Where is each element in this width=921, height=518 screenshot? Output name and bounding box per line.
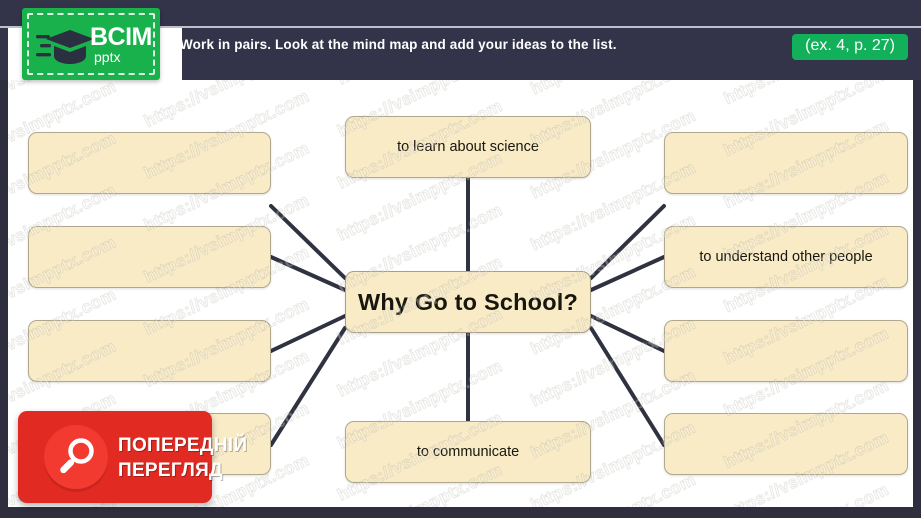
mindmap-center-node[interactable]: Why Go to School? (345, 271, 591, 333)
mindmap-node-right-3[interactable] (664, 320, 908, 382)
mindmap-node-top-label: to learn about science (397, 139, 539, 155)
mindmap-node-left-1[interactable] (28, 132, 271, 194)
logo-subtitle: pptx (94, 49, 121, 65)
mind-map-connectors (269, 176, 666, 447)
mindmap-node-bottom-label: to communicate (416, 444, 520, 460)
mindmap-node-right-1[interactable] (664, 132, 908, 194)
mindmap-node-left-2[interactable] (28, 226, 271, 288)
mindmap-center-label: Why Go to School? (357, 288, 579, 315)
mindmap-node-right-2[interactable]: to understand other people (664, 226, 908, 288)
stamp-text: ПОПЕРЕДНІЙ ПЕРЕГЛЯД (118, 433, 247, 483)
mindmap-node-right-2-label: to understand other people (699, 249, 873, 265)
header-hairline (0, 26, 921, 28)
mindmap-node-top[interactable]: to learn about science (345, 116, 591, 178)
stamp-text-line2: ПЕРЕГЛЯД (118, 460, 223, 481)
exercise-reference-badge: (ex. 4, p. 27) (792, 34, 908, 60)
stamp-circle (44, 425, 108, 489)
bcim-logo[interactable]: BCIM pptx (22, 8, 160, 80)
mindmap-node-right-4[interactable] (664, 413, 908, 475)
mindmap-node-left-3[interactable] (28, 320, 271, 382)
preview-stamp: ПОПЕРЕДНІЙ ПЕРЕГЛЯД (18, 411, 247, 503)
logo-wordmark: BCIM (90, 23, 152, 51)
magnifier-icon (60, 438, 94, 474)
graduation-cap-icon (36, 30, 94, 64)
mindmap-node-bottom[interactable]: to communicate (345, 421, 591, 483)
stamp-text-line1: ПОПЕРЕДНІЙ (118, 435, 248, 456)
instruction-text: Work in pairs. Look at the mind map and … (180, 37, 617, 52)
